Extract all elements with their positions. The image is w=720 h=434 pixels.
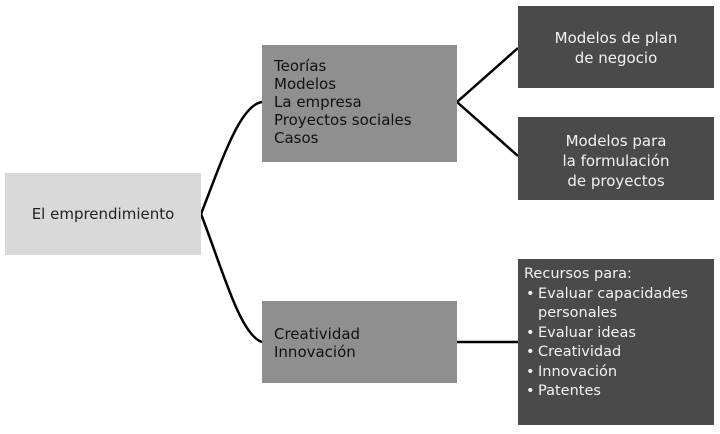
branch-top-item: Proyectos sociales	[274, 111, 412, 129]
connector-root-to-bottom	[199, 213, 263, 344]
resources-item: Innovación	[524, 363, 710, 383]
branch-top-item: La empresa	[274, 93, 362, 111]
leaf-formulacion-line: Modelos para	[565, 132, 667, 150]
leaf-node-resources: Recursos para: Evaluar capacidades perso…	[518, 259, 714, 425]
branch-top-item: Casos	[274, 129, 319, 147]
connector-top-to-plan	[456, 47, 519, 103]
branch-node-creativity: Creatividad Innovación	[262, 301, 457, 383]
branch-node-theories: Teorías Modelos La empresa Proyectos soc…	[262, 45, 457, 162]
leaf-node-project-formulation: Modelos para la formulación de proyectos	[518, 117, 714, 200]
leaf-formulacion-line: la formulación	[562, 152, 670, 170]
branch-top-item: Teorías	[274, 57, 327, 75]
resources-item: Patentes	[524, 382, 710, 402]
resources-item: Creatividad	[524, 343, 710, 363]
branch-bottom-item: Creatividad	[274, 325, 361, 343]
branch-bottom-item: Innovación	[274, 343, 356, 361]
resources-list: Evaluar capacidades personales Evaluar i…	[524, 285, 710, 402]
resources-item: Evaluar ideas	[524, 324, 710, 344]
leaf-formulacion-line: de proyectos	[567, 172, 665, 190]
resources-heading: Recursos para:	[524, 266, 632, 282]
connector-root-to-top	[199, 100, 263, 215]
connector-top-to-formulacion	[456, 101, 519, 157]
branch-top-item: Modelos	[274, 75, 337, 93]
root-node: El emprendimiento	[5, 173, 201, 255]
leaf-plan-line: Modelos de plan	[554, 29, 678, 47]
leaf-node-business-plan: Modelos de plan de negocio	[518, 6, 714, 88]
leaf-plan-line: de negocio	[574, 49, 658, 67]
resources-item: Evaluar capacidades personales	[524, 285, 710, 324]
root-label: El emprendimiento	[31, 205, 175, 223]
